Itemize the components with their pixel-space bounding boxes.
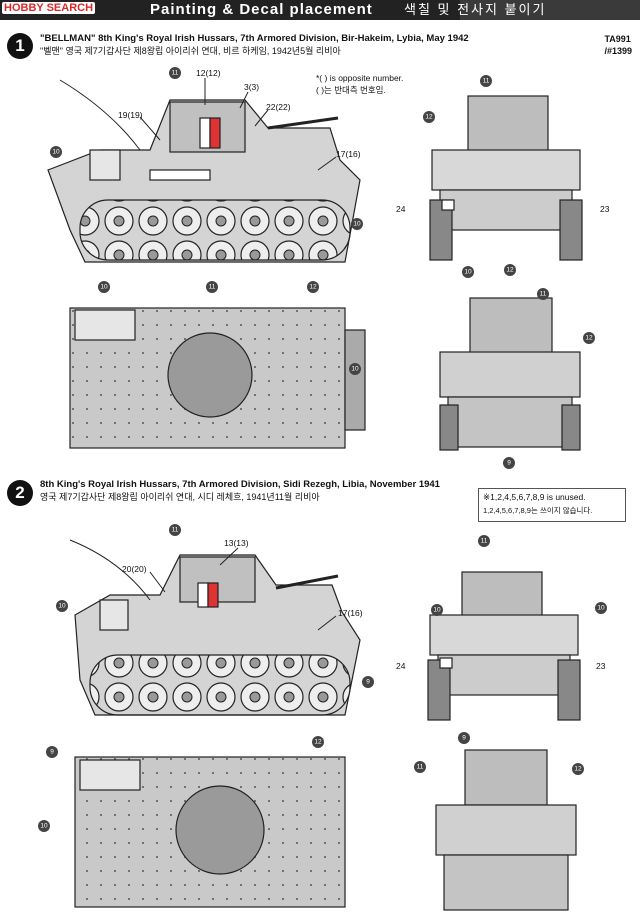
scheme-1-rear-view [429, 95, 583, 261]
decal-label: 17(16) [336, 149, 361, 159]
callout-marker: 9 [362, 676, 374, 688]
callout-marker: 11 [537, 288, 549, 300]
svg-text:10: 10 [464, 269, 472, 276]
decal-label: 22(22) [266, 102, 291, 112]
callout-marker: 10 [98, 281, 110, 293]
scheme-1-top-view [69, 307, 366, 449]
decal-label: 23 [596, 661, 606, 671]
svg-text:12: 12 [425, 114, 433, 121]
scheme-2-badge: 2 [7, 480, 33, 506]
svg-text:11: 11 [172, 70, 179, 77]
callout-markers: 11 10 10 11 12 10 12 10 11 12 10 11 12 9… [38, 67, 607, 832]
opposite-note: *( ) is opposite number. [316, 73, 404, 83]
callout-marker: 11 [480, 75, 492, 87]
svg-text:12: 12 [314, 739, 322, 746]
callout-marker: 10 [595, 602, 607, 614]
page-title: Painting & Decal placement [150, 1, 373, 18]
decal-label: 13(13) [224, 538, 249, 548]
callout-marker: 10 [50, 146, 62, 158]
unused-note-en: ※1,2,4,5,6,7,8,9 is unused. [483, 492, 586, 502]
unused-note-ko: 1,2,4,5,6,7,8,9는 쓰이지 않습니다. [483, 506, 593, 515]
callout-marker: 12 [572, 763, 584, 775]
product-code: TA991 /#1399 [604, 33, 632, 57]
callout-marker: 9 [46, 746, 58, 758]
scheme-2-rear-view-lower [435, 749, 577, 911]
callout-marker: 10 [56, 600, 68, 612]
svg-text:10: 10 [433, 607, 441, 614]
scheme-1-side-labels: 12(12) 3(3) 19(19) 22(22) 17(16) [118, 68, 361, 171]
decal-label: 24 [396, 204, 406, 214]
svg-text:10: 10 [100, 284, 108, 291]
svg-text:10: 10 [58, 603, 66, 610]
scheme-2-side-view [69, 539, 361, 716]
callout-marker: 10 [431, 604, 443, 616]
svg-text:9: 9 [462, 735, 466, 742]
unused-decals-note: ※1,2,4,5,6,7,8,9 is unused. 1,2,4,5,6,7,… [478, 488, 626, 522]
scheme-2-rear-view [427, 571, 581, 721]
scheme-1-badge: 1 [7, 33, 33, 59]
product-code-line1: TA991 [604, 34, 631, 44]
callout-marker: 11 [169, 524, 181, 536]
decal-label: 24 [396, 661, 406, 671]
svg-text:9: 9 [366, 679, 370, 686]
svg-text:11: 11 [172, 527, 179, 534]
watermark-text: HOBBY SEARCH [2, 2, 96, 14]
callout-marker: 10 [351, 218, 363, 230]
header-banner: Painting & Decal placement 색칠 및 전사지 붙이기 [0, 0, 640, 20]
decal-label: 19(19) [118, 110, 143, 120]
product-code-line2: /#1399 [604, 46, 632, 56]
callout-marker: 12 [312, 736, 324, 748]
svg-text:10: 10 [52, 149, 60, 156]
scheme-1-side-view [47, 79, 361, 263]
callout-marker: 10 [462, 266, 474, 278]
callout-marker: 10 [349, 363, 361, 375]
decal-label: 23 [600, 204, 610, 214]
callout-marker: 11 [478, 535, 490, 547]
callout-marker: 12 [504, 264, 516, 276]
decal-label: 12(12) [196, 68, 221, 78]
scheme-2-caption-korean: 영국 제7기갑사단 제8왕립 아이리쉬 연대, 시디 레체흐, 1941년11월… [40, 492, 320, 502]
svg-text:11: 11 [540, 291, 547, 298]
decal-label: 3(3) [244, 82, 259, 92]
svg-text:10: 10 [351, 366, 359, 373]
callout-marker: 9 [503, 457, 515, 469]
svg-text:11: 11 [209, 284, 216, 291]
callout-marker: 12 [583, 332, 595, 344]
svg-text:12: 12 [506, 267, 514, 274]
callout-marker: 11 [206, 281, 218, 293]
svg-text:10: 10 [40, 823, 48, 830]
decal-label: 20(20) [122, 564, 147, 574]
scheme-2-side-labels: 13(13) 20(20) 17(16) [122, 538, 363, 631]
scheme-1-rear-view-lower [439, 297, 581, 451]
svg-text:9: 9 [507, 460, 511, 467]
svg-text:11: 11 [417, 764, 424, 771]
svg-text:10: 10 [597, 605, 605, 612]
callout-marker: 10 [38, 820, 50, 832]
svg-text:12: 12 [574, 766, 582, 773]
scheme-1-caption-korean: "벨맨" 영국 제7기갑사단 제8왕립 아이리쉬 연대, 비르 하케임, 194… [40, 46, 341, 56]
opposite-note-korean: ( )는 반대측 번호임. [316, 85, 386, 95]
svg-text:11: 11 [483, 78, 490, 85]
scheme-1-caption: "BELLMAN" 8th King's Royal Irish Hussars… [40, 33, 469, 44]
callout-marker: 9 [458, 732, 470, 744]
svg-text:12: 12 [585, 335, 593, 342]
callout-marker: 11 [169, 67, 181, 79]
callout-marker: 11 [414, 761, 426, 773]
scheme-2-top-view [74, 756, 346, 908]
svg-text:11: 11 [481, 538, 488, 545]
callout-marker: 12 [307, 281, 319, 293]
svg-text:10: 10 [353, 221, 361, 228]
scheme-2-caption: 8th King's Royal Irish Hussars, 7th Armo… [40, 479, 440, 490]
svg-text:12: 12 [309, 284, 317, 291]
header-stripe [460, 0, 640, 20]
svg-text:9: 9 [50, 749, 54, 756]
decal-label: 17(16) [338, 608, 363, 618]
callout-marker: 12 [423, 111, 435, 123]
page-title-korean: 색칠 및 전사지 붙이기 [404, 2, 547, 17]
